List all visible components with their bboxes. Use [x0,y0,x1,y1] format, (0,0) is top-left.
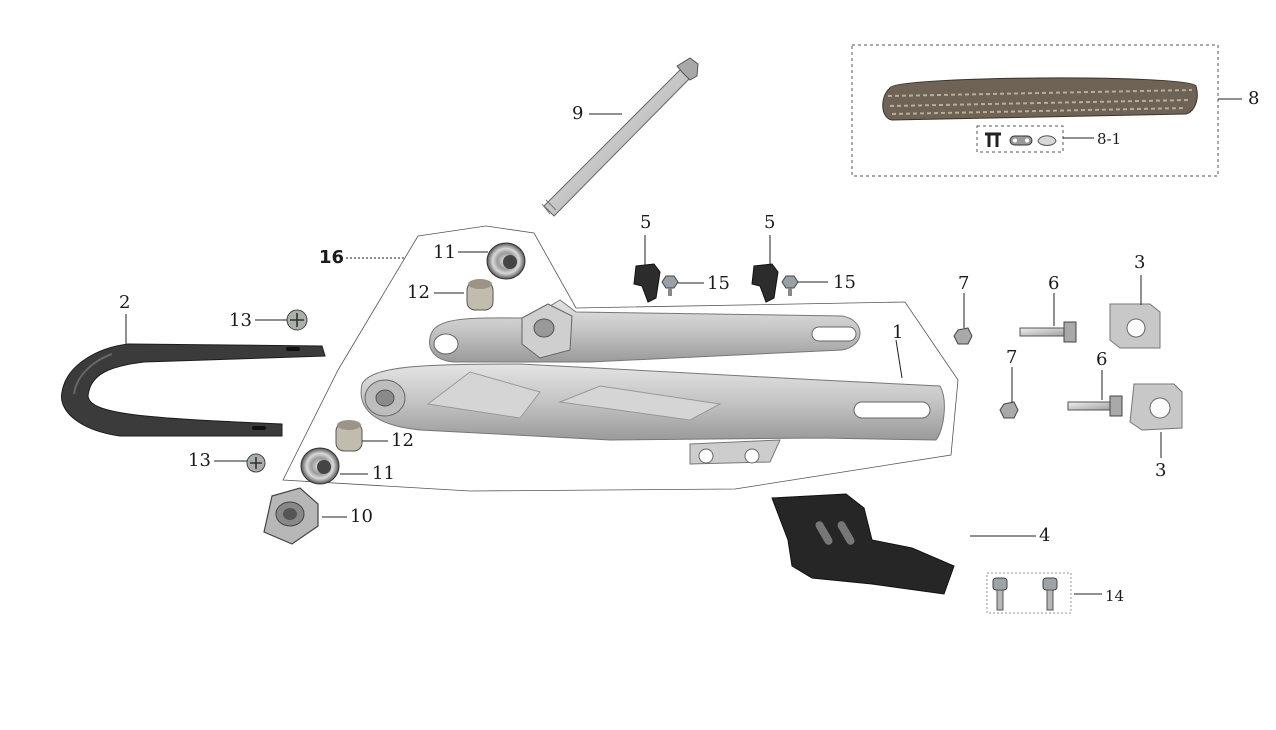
swingarm-icon [360,299,945,465]
axle-nut-icon [263,487,319,545]
callout-15-right: 15 [833,272,856,293]
callout-3-lower: 3 [1155,460,1167,481]
callout-12-lower: 12 [391,430,414,451]
callout-16: 16 [319,247,345,268]
callout-15-left: 15 [707,273,730,294]
bolt-14-left-icon [992,577,1008,611]
callout-11-lower: 11 [372,463,395,484]
callout-9: 9 [572,103,584,124]
chain-guide-icon [771,493,955,595]
bushing-12-upper-icon [466,279,494,311]
callout-6-upper: 6 [1048,273,1060,294]
adjuster-bolt-6-upper-icon [1019,321,1077,343]
swingarm-axle-icon [541,57,699,217]
bolt-15-right-icon [781,275,799,296]
callout-3-upper: 3 [1134,252,1146,273]
callout-10: 10 [350,506,373,527]
drive-chain-icon [882,77,1198,121]
callout-11-upper: 11 [433,242,456,263]
callout-7-lower: 7 [1006,347,1018,368]
callout-2: 2 [119,292,131,313]
chain-link-box [976,125,1064,153]
bearing-11-lower-icon [300,447,340,485]
callout-5-right: 5 [764,212,776,233]
chain-box [851,44,1219,177]
adjuster-bolt-6-lower-icon [1067,395,1123,417]
callout-7-upper: 7 [958,273,970,294]
callout-6-lower: 6 [1096,349,1108,370]
bearing-11-upper-icon [486,242,526,280]
callout-1: 1 [892,322,904,343]
callout-14: 14 [1105,587,1125,605]
screw-13-lower-icon [246,453,266,473]
callout-8-1: 8-1 [1097,130,1122,148]
callout-5-left: 5 [640,212,652,233]
chain-slider-icon [61,343,326,437]
bolt-14-box [986,572,1072,614]
callout-13-upper: 13 [229,310,252,331]
bolt-15-left-icon [661,275,679,296]
bushing-12-lower-icon [335,420,363,452]
callout-4: 4 [1039,525,1051,546]
nut-7-lower-icon [999,401,1019,419]
bolt-14-right-icon [1042,577,1058,611]
leader-lines [125,98,1242,595]
chain-adjuster-3-lower-icon [1129,383,1183,431]
callout-13-lower: 13 [188,450,211,471]
chain-roller-bracket-5-right-icon [751,263,779,303]
chain-roller-bracket-5-left-icon [633,263,661,303]
group-16-outline [282,225,959,492]
nut-7-upper-icon [953,327,973,345]
callout-12-upper: 12 [407,282,430,303]
callout-8: 8 [1248,88,1260,109]
screw-13-upper-icon [286,309,308,331]
chain-master-link-icon [985,132,1057,147]
chain-adjuster-3-upper-icon [1109,303,1161,349]
